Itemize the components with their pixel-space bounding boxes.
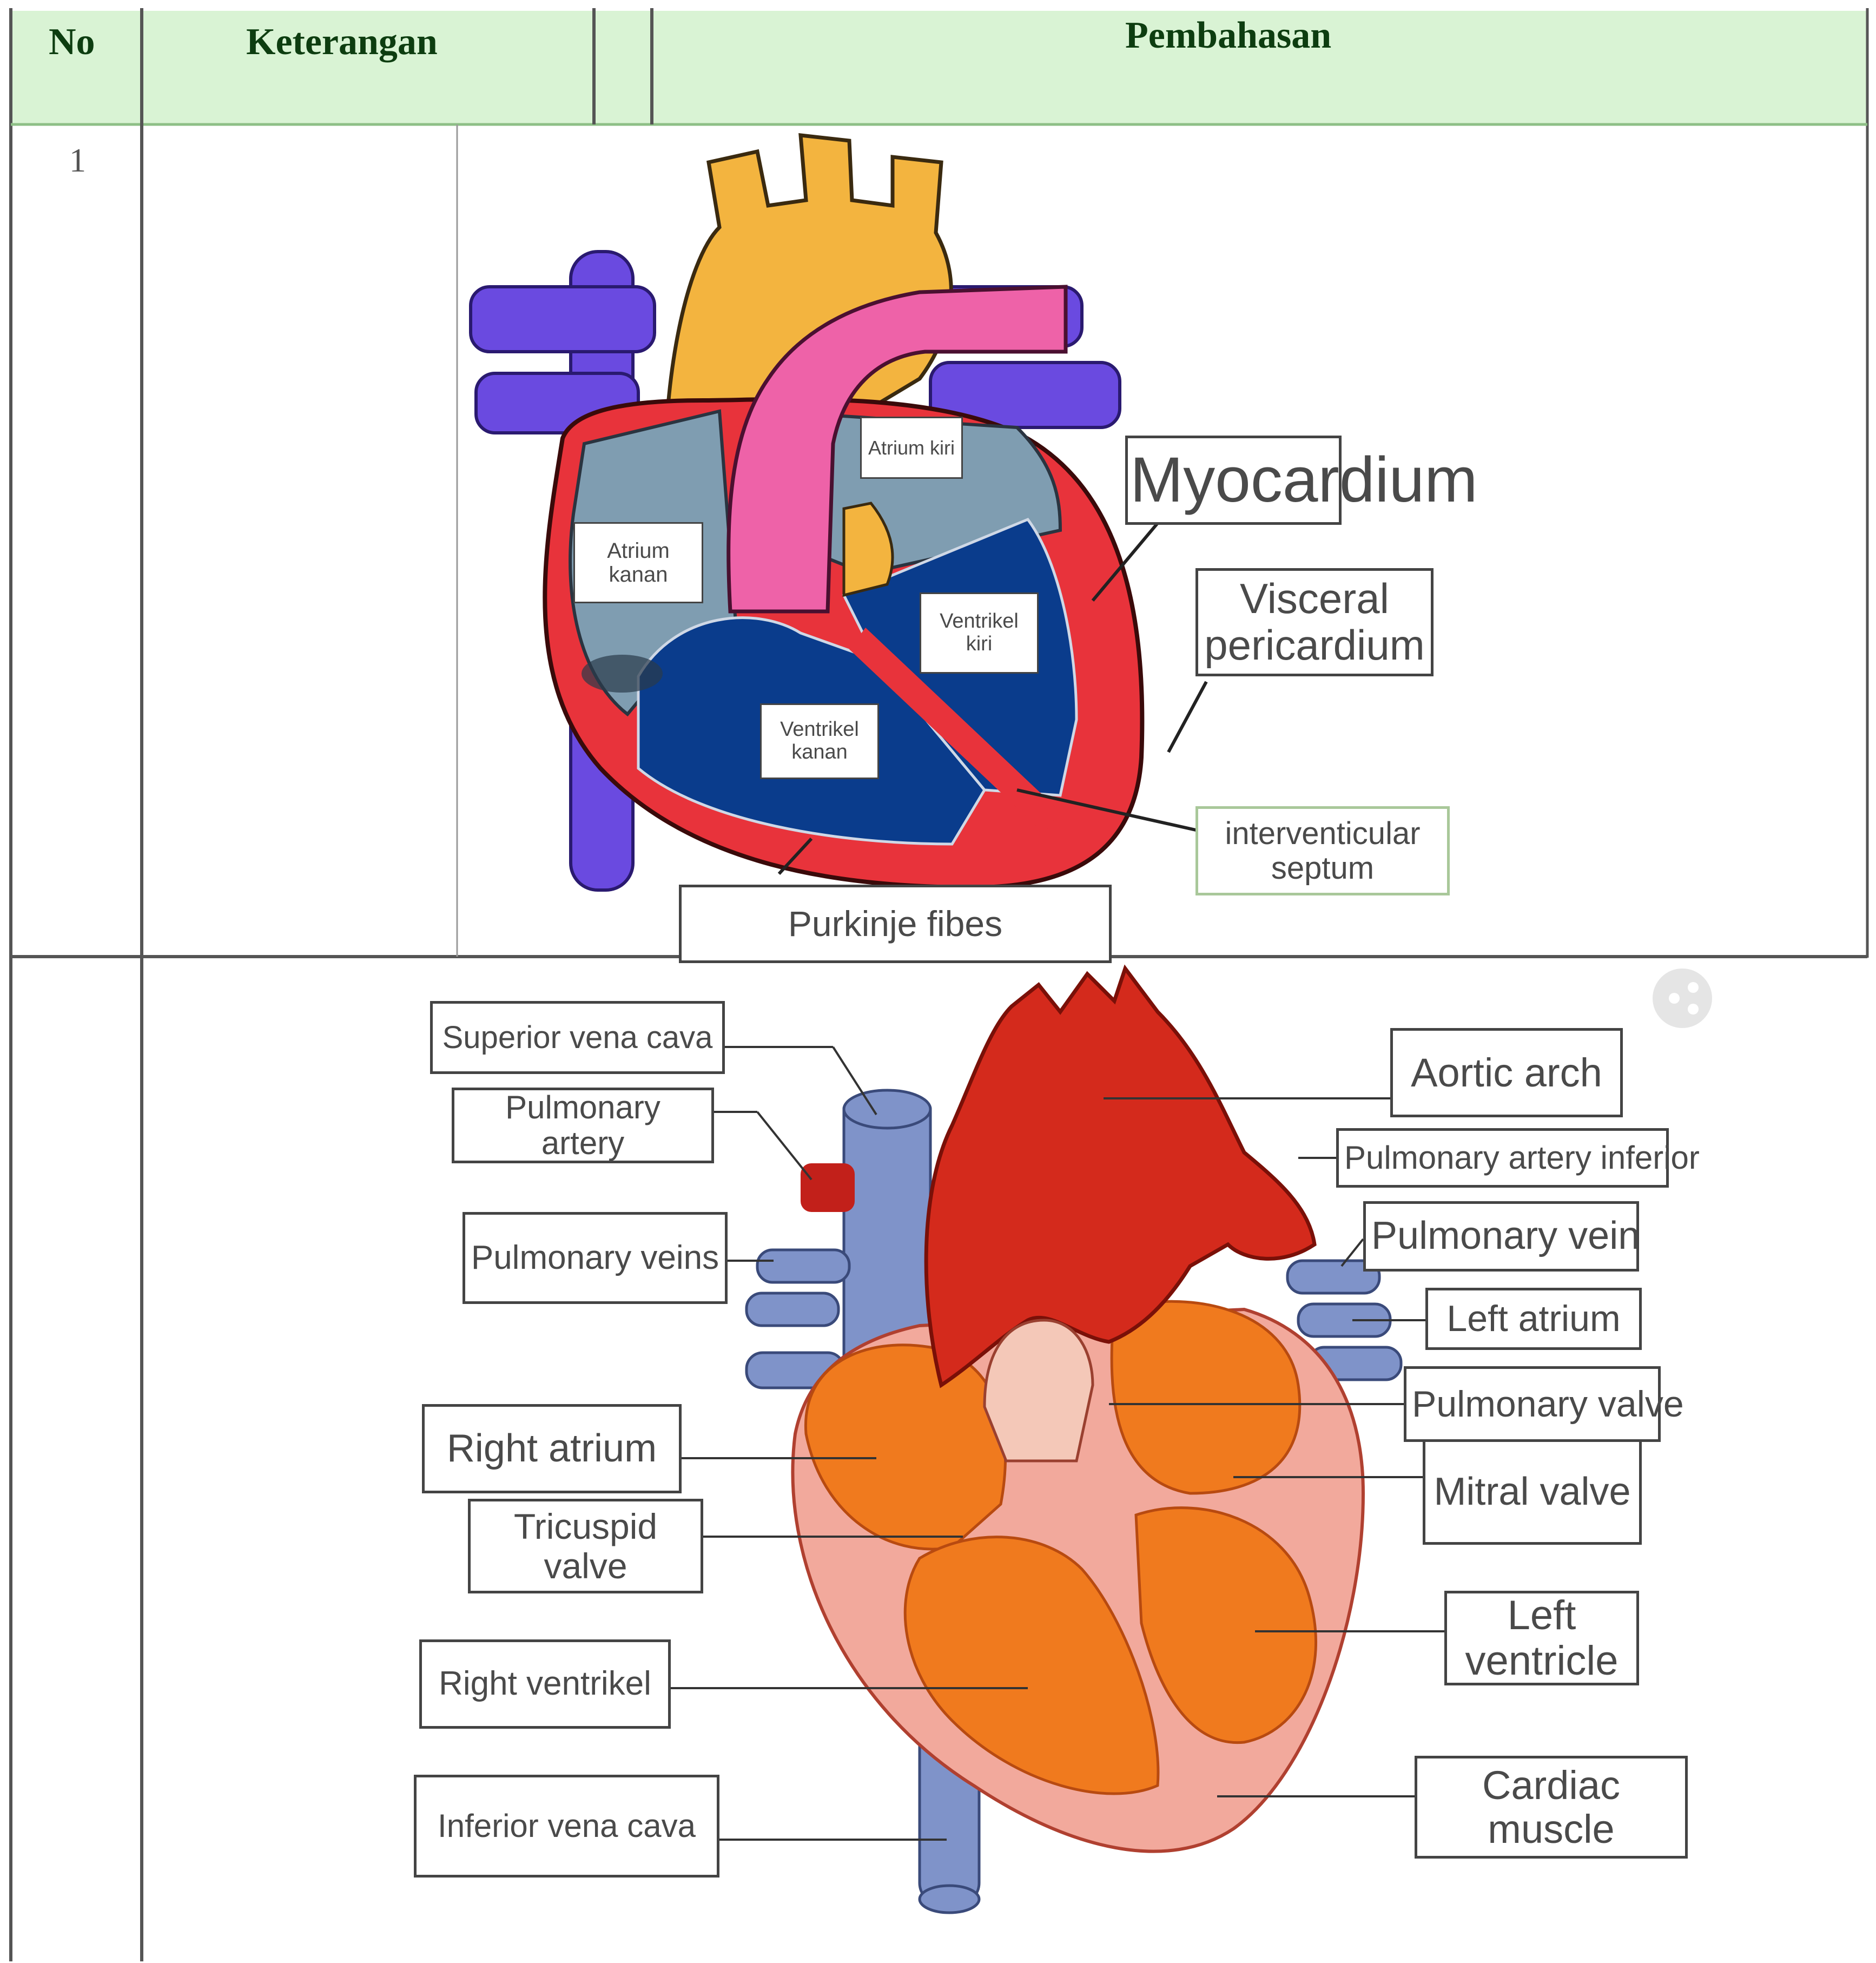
label-pulmonary-valve: Pulmonary valve xyxy=(1404,1366,1661,1442)
label-right-atrium: Right atrium xyxy=(422,1404,682,1493)
label-tricuspid-valve: Tricuspid valve xyxy=(468,1499,703,1593)
pulmonary-trunk-pale xyxy=(985,1320,1093,1461)
label-superior-vena-cava: Superior vena cava xyxy=(430,1001,725,1074)
label-right-ventricle: Right ventrikel xyxy=(419,1639,671,1729)
share-icon xyxy=(1653,969,1712,1028)
label-pulmonary-artery-inferior: Pulmonary artery inferior xyxy=(1336,1128,1669,1188)
label-pulmonary-veins: Pulmonary veins xyxy=(463,1212,728,1304)
label-aortic-arch: Aortic arch xyxy=(1390,1028,1623,1117)
pulmonary-artery-left xyxy=(801,1163,855,1212)
label-inferior-vena-cava: Inferior vena cava xyxy=(414,1775,719,1878)
label-pulmonary-artery: Pulmonary artery xyxy=(452,1088,714,1163)
label-pulmonary-vein: Pulmonary vein xyxy=(1363,1201,1639,1272)
label-mitral-valve: Mitral valve xyxy=(1423,1439,1642,1545)
label-left-atrium: Left atrium xyxy=(1425,1288,1642,1350)
label-left-ventricle: Left ventricle xyxy=(1444,1591,1639,1685)
label-cardiac-muscle: Cardiac muscle xyxy=(1415,1756,1688,1859)
